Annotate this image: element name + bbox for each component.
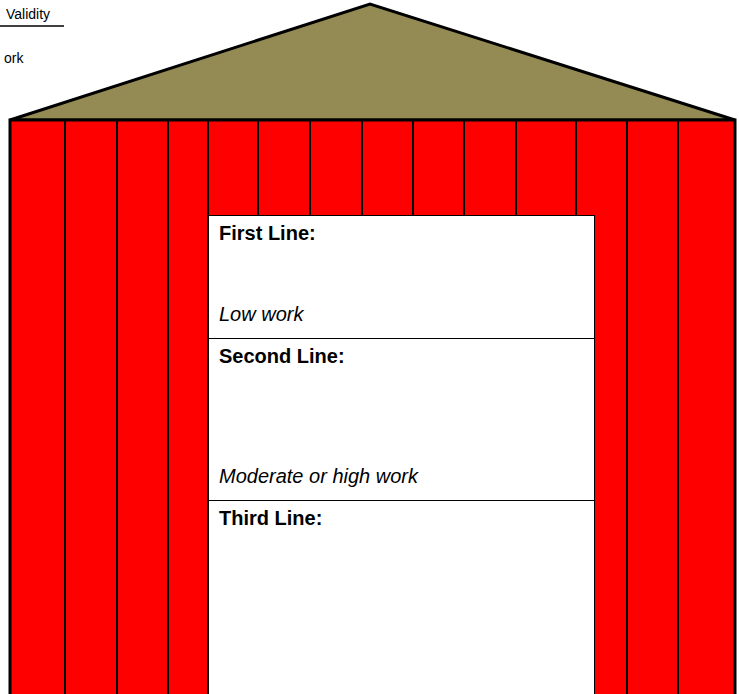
roof <box>10 4 735 120</box>
section-heading: First Line: <box>209 216 594 245</box>
section-heading: Third Line: <box>209 501 594 530</box>
section-box: Second Line: Moderate or high work <box>208 338 595 501</box>
corner-label: Validity <box>6 6 50 22</box>
barn-wall <box>10 120 735 694</box>
underline <box>0 25 64 27</box>
section-note: Moderate or high work <box>219 465 418 488</box>
corner-label: ork <box>4 50 23 66</box>
section-box: Third Line: <box>208 500 595 694</box>
section-heading: Second Line: <box>209 339 594 368</box>
section-box: First Line: Low work <box>208 215 595 339</box>
section-note: Low work <box>219 303 303 326</box>
